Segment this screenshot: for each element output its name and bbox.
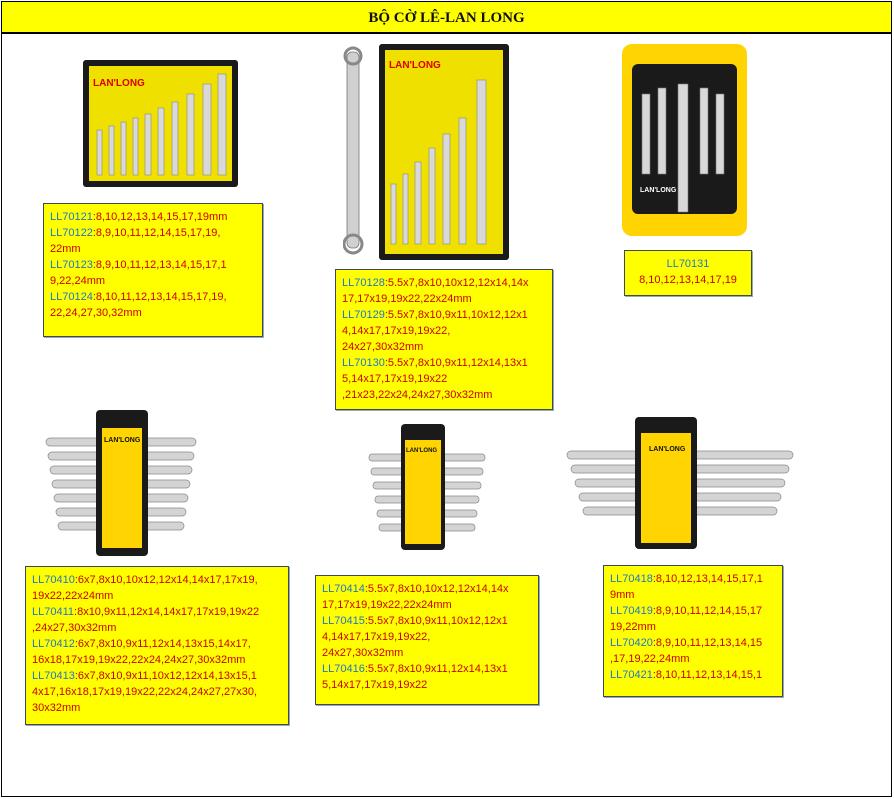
product-code: LL70130 xyxy=(342,357,385,369)
brand-logo: LAN'LONG xyxy=(640,187,677,194)
spec-line: LL70419:8,9,10,11,12,14,15,17 19,22mm xyxy=(610,603,776,635)
product-code: LL70420 xyxy=(610,637,653,649)
product-code: LL70122 xyxy=(50,227,93,239)
product-sizes: :6x7,8x10,9x11,12x14,13x15,14x17, 16x18,… xyxy=(32,638,251,666)
product-image-ll7041x-b: LAN'LONG xyxy=(368,424,486,550)
brand-logo: LAN'LONG xyxy=(104,437,141,444)
product-code: LL70121 xyxy=(50,211,93,223)
product-image-ll7012x: LAN'LONG xyxy=(83,60,238,187)
spec-line: LL70421:8,10,11,12,13,14,15,1 xyxy=(610,667,776,683)
spec-line: LL70130:5.5x7,8x10,9x11,12x14,13x1 5,14x… xyxy=(342,355,546,403)
spec-line: LL70410:6x7,8x10,10x12,12x14,14x17,17x19… xyxy=(32,572,282,604)
product-sizes: :6x7,8x10,9x11,10x12,12x14,13x15,1 4x17,… xyxy=(32,670,258,714)
product-sizes: :8x10,9x11,12x14,14x17,17x19,19x22 ,24x2… xyxy=(32,606,260,634)
product-sizes: :5.5x7,8x10,9x11,10x12,12x1 4,14x17,17x1… xyxy=(342,309,528,353)
spec-line: LL70129:5.5x7,8x10,9x11,10x12,12x1 4,14x… xyxy=(342,307,546,355)
spec-line: LL70415:5.5x7,8x10,9x11,10x12,12x1 4,14x… xyxy=(322,613,532,661)
spec-line: LL70122:8,9,10,11,12,14,15,17,19, 22mm xyxy=(50,225,256,257)
product-sizes: :6x7,8x10,10x12,12x14,14x17,17x19, 19x22… xyxy=(32,574,258,602)
page-title: BỘ CỜ LÊ-LAN LONG xyxy=(368,10,525,26)
spec-line: LL70121:8,10,12,13,14,15,17,19mm xyxy=(50,209,256,225)
product-sizes: :8,9,10,11,12,13,14,15 ,17,19,22,24mm xyxy=(610,637,763,665)
product-code: LL70410 xyxy=(32,574,75,586)
spec-line: LL70414:5.5x7,8x10,10x12,12x14,14x 17,17… xyxy=(322,581,532,613)
product-sizes: :5.5x7,8x10,9x11,10x12,12x1 4,14x17,17x1… xyxy=(322,615,508,659)
brand-logo: LAN'LONG xyxy=(93,78,145,89)
product-sizes: :8,10,11,12,13,14,15,17,19, 22,24,27,30,… xyxy=(50,291,227,319)
product-sizes: :8,9,10,11,12,14,15,17 19,22mm xyxy=(610,605,763,633)
product-code: LL70413 xyxy=(32,670,75,682)
title-bar: BỘ CỜ LÊ-LAN LONG xyxy=(2,2,891,34)
spec-line: LL70124:8,10,11,12,13,14,15,17,19, 22,24… xyxy=(50,289,256,321)
product-sizes: :8,10,11,12,13,14,15,1 xyxy=(652,669,763,681)
product-code: LL70131 xyxy=(666,258,710,270)
brand-logo: LAN'LONG xyxy=(649,446,686,453)
product-sizes: :8,10,12,13,14,15,17,19mm xyxy=(92,211,228,223)
spec-line: LL70416:5.5x7,8x10,9x11,12x14,13x1 5,14x… xyxy=(322,661,532,693)
product-sizes: :5.5x7,8x10,10x12,12x14,14x 17,17x19,19x… xyxy=(342,277,529,305)
product-sizes: :5.5x7,8x10,10x12,12x14,14x 17,17x19,19x… xyxy=(322,583,509,611)
product-image-ll7012x-ring: LAN'LONG xyxy=(343,44,509,260)
spec-box-ll70418-421: LL70418:8,10,12,13,14,15,17,1 9mm LL7041… xyxy=(603,565,783,697)
spec-box-ll70131: LL70131 8,10,12,13,14,17,19 xyxy=(624,250,752,296)
product-code: LL70412 xyxy=(32,638,75,650)
spec-line: LL70131 8,10,12,13,14,17,19 xyxy=(631,256,745,288)
product-code: LL70123 xyxy=(50,259,93,271)
product-image-ll7041x-a: LAN'LONG xyxy=(45,410,197,556)
product-sizes: 8,10,12,13,14,17,19 xyxy=(639,274,737,286)
product-code: LL70411 xyxy=(32,606,75,618)
spec-box-ll70128-130: LL70128:5.5x7,8x10,10x12,12x14,14x 17,17… xyxy=(335,269,553,410)
brand-logo: LAN'LONG xyxy=(389,60,441,71)
product-code: LL70415 xyxy=(322,615,365,627)
product-code: LL70414 xyxy=(322,583,365,595)
product-code: LL70421 xyxy=(610,669,653,681)
spec-box-ll70414-416: LL70414:5.5x7,8x10,10x12,12x14,14x 17,17… xyxy=(315,575,539,705)
product-code: LL70128 xyxy=(342,277,385,289)
product-code: LL70416 xyxy=(322,663,365,675)
spec-line: LL70123:8,9,10,11,12,13,14,15,17,1 9,22,… xyxy=(50,257,256,289)
spec-box-ll70410-413: LL70410:6x7,8x10,10x12,12x14,14x17,17x19… xyxy=(25,566,289,725)
spec-box-ll7012x: LL70121:8,10,12,13,14,15,17,19mm LL70122… xyxy=(43,203,263,337)
spec-line: LL70412:6x7,8x10,9x11,12x14,13x15,14x17,… xyxy=(32,636,282,668)
spec-line: LL70128:5.5x7,8x10,10x12,12x14,14x 17,17… xyxy=(342,275,546,307)
product-sizes: :8,9,10,11,12,13,14,15,17,1 9,22,24mm xyxy=(50,259,227,287)
spec-line: LL70411:8x10,9x11,12x14,14x17,17x19,19x2… xyxy=(32,604,282,636)
product-code: LL70124 xyxy=(50,291,93,303)
spec-line: LL70420:8,9,10,11,12,13,14,15 ,17,19,22,… xyxy=(610,635,776,667)
product-sizes: :8,10,12,13,14,15,17,1 9mm xyxy=(610,573,763,601)
spec-line: LL70418:8,10,12,13,14,15,17,1 9mm xyxy=(610,571,776,603)
product-code: LL70419 xyxy=(610,605,653,617)
product-image-ll70131: LAN'LONG xyxy=(622,44,747,236)
product-image-ll7042x: LAN'LONG xyxy=(566,417,794,549)
product-sizes: :5.5x7,8x10,9x11,12x14,13x1 5,14x17,17x1… xyxy=(342,357,528,401)
product-code: LL70418 xyxy=(610,573,653,585)
product-sizes: :8,9,10,11,12,14,15,17,19, 22mm xyxy=(50,227,221,255)
product-sizes: :5.5x7,8x10,9x11,12x14,13x1 5,14x17,17x1… xyxy=(322,663,508,691)
product-code: LL70129 xyxy=(342,309,385,321)
spec-line: LL70413:6x7,8x10,9x11,10x12,12x14,13x15,… xyxy=(32,668,282,716)
brand-logo: LAN'LONG xyxy=(406,448,437,454)
